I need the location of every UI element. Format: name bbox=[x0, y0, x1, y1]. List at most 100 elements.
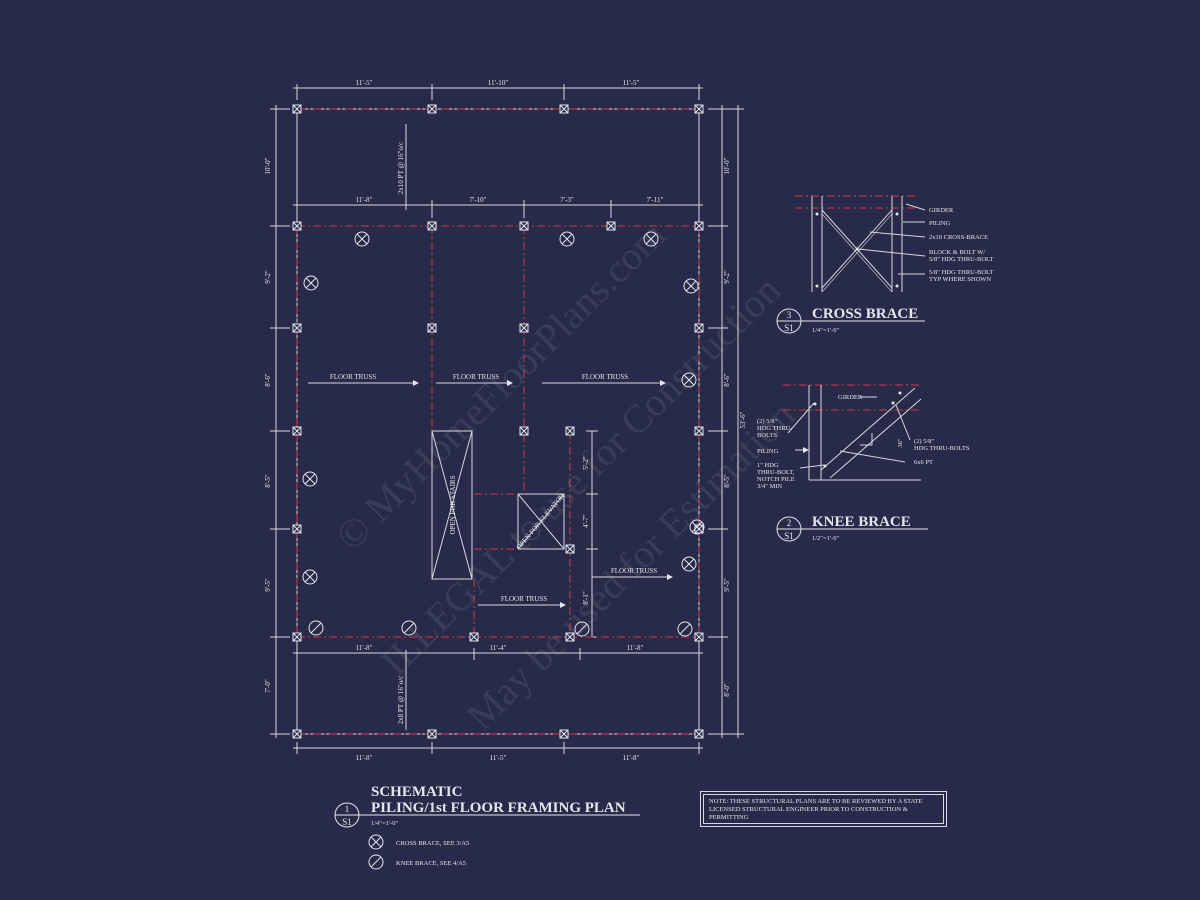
plan-title-line1: SCHEMATIC bbox=[371, 784, 462, 800]
cross-brace-icon bbox=[683, 278, 699, 294]
kb-number: 2 bbox=[787, 518, 792, 528]
legend bbox=[368, 834, 384, 870]
cross-brace-title: 3 S1 CROSS BRACE 1/4"=1'-0" bbox=[776, 306, 925, 334]
knee-brace-bolts bbox=[813, 391, 902, 468]
cb-label: 5/8" HDG THRU-BOLT bbox=[929, 269, 993, 276]
pile bbox=[694, 729, 704, 739]
pile bbox=[427, 104, 437, 114]
cb-title: CROSS BRACE bbox=[812, 306, 918, 322]
dim-left-5: 9'-5" bbox=[264, 578, 272, 592]
knee-brace-icon bbox=[677, 621, 693, 637]
dim-right-6: 8'-0" bbox=[723, 683, 731, 697]
cb-label: BLOCK & BOLT W/ bbox=[929, 249, 985, 256]
dim-right-2: 9'-2" bbox=[723, 270, 731, 284]
cb-number: 3 bbox=[787, 310, 792, 320]
plan-number: 1 bbox=[345, 804, 350, 814]
pile bbox=[694, 632, 704, 642]
pile bbox=[606, 221, 616, 231]
kb-notch: 3/4" MIN bbox=[757, 483, 783, 490]
cross-brace-icon bbox=[354, 231, 370, 247]
cross-brace-bolts bbox=[815, 212, 899, 288]
kb-piling-label: PILING bbox=[757, 448, 779, 455]
pile bbox=[519, 323, 529, 333]
pile bbox=[694, 426, 704, 436]
pile bbox=[292, 524, 302, 534]
knee-brace-title: 2 S1 KNEE BRACE 1/2"=1'-0" bbox=[776, 514, 928, 542]
kb-left-bolt: (2) 5/8" bbox=[757, 418, 778, 425]
pile bbox=[292, 632, 302, 642]
watermark: © MyHomeFloorPlans.com ILLEGAL to use fo… bbox=[327, 212, 804, 739]
kb-brace-label: 6x6 PT bbox=[914, 459, 933, 466]
kb-notch: NOTCH PILE bbox=[757, 476, 795, 483]
plan-title-line2: PILING/1st FLOOR FRAMING PLAN bbox=[371, 800, 626, 816]
dim-stair-2: 4'-7" bbox=[582, 514, 590, 528]
cb-label: TYP WHERE SHOWN bbox=[929, 276, 991, 283]
floor-truss-label: FLOOR TRUSS bbox=[501, 595, 547, 603]
plan-sheet: S1 bbox=[342, 817, 352, 827]
structural-note: NOTE: THESE STRUCTURAL PLANS ARE TO BE R… bbox=[700, 791, 947, 827]
knee-brace-labels: GIRDER (2) 5/8" HDG THRU- BOLTS PILING 1… bbox=[757, 394, 970, 490]
knee-brace-icon bbox=[308, 620, 324, 636]
pile bbox=[565, 632, 575, 642]
knee-brace-markers bbox=[308, 620, 693, 637]
pile bbox=[559, 104, 569, 114]
framing-plan bbox=[270, 84, 744, 754]
dim-top-1: 11'-5" bbox=[356, 79, 373, 87]
knee-brace-icon bbox=[574, 621, 590, 637]
kb-right-bolt: HDG THRU-BOLTS bbox=[914, 445, 970, 452]
kb-girder-label: GIRDER bbox=[838, 394, 863, 401]
knee-brace-detail bbox=[783, 384, 922, 481]
pile bbox=[292, 221, 302, 231]
cross-brace-labels: GIRDER PILING 2x10 CROSS-BRACE BLOCK & B… bbox=[929, 207, 993, 283]
pile bbox=[565, 544, 575, 554]
dim-right-3: 8'-6" bbox=[723, 373, 731, 387]
pile bbox=[427, 323, 437, 333]
dim-upper-2: 7'-10" bbox=[470, 196, 487, 204]
dim-upper-4: 7'-11" bbox=[647, 196, 664, 204]
structural-note-text: NOTE: THESE STRUCTURAL PLANS ARE TO BE R… bbox=[703, 794, 944, 824]
pile bbox=[292, 323, 302, 333]
stairs-label: OPEN FOR STAIRS bbox=[449, 475, 457, 534]
cb-label: PILING bbox=[929, 220, 951, 227]
dim-upper-3: 7'-3" bbox=[560, 196, 574, 204]
dim-left-4: 8'-5" bbox=[264, 474, 272, 488]
pile bbox=[292, 104, 302, 114]
watermark-line1: © MyHomeFloorPlans.com bbox=[327, 212, 674, 559]
cross-brace-icon bbox=[643, 231, 659, 247]
cross-brace-icon bbox=[302, 569, 318, 585]
pile bbox=[519, 426, 529, 436]
dim-left-1: 10'-0" bbox=[264, 157, 272, 174]
floor-truss-label: FLOOR TRUSS bbox=[453, 373, 499, 381]
stair-opening bbox=[431, 430, 473, 580]
cb-label: 5/8" HDG THRU-BOLT bbox=[929, 256, 993, 263]
kb-title: KNEE BRACE bbox=[812, 514, 911, 530]
cross-brace-icon bbox=[559, 231, 575, 247]
dim-left-3: 8'-6" bbox=[264, 373, 272, 387]
floor-truss-label: FLOOR TRUSS bbox=[330, 373, 376, 381]
dim-bottom-2: 11'-5" bbox=[490, 754, 507, 762]
kb-left-bolt: HDG THRU- bbox=[757, 425, 792, 432]
dim-stair-3: 8'-1" bbox=[582, 591, 590, 605]
pile bbox=[292, 426, 302, 436]
pile bbox=[469, 632, 479, 642]
pile bbox=[694, 323, 704, 333]
plan-scale: 1/4"=1'-0" bbox=[371, 820, 398, 827]
dim-right-1: 10'-0" bbox=[723, 157, 731, 174]
dim-left-2: 9'-2" bbox=[264, 270, 272, 284]
pile bbox=[559, 729, 569, 739]
kb-sheet: S1 bbox=[784, 531, 794, 541]
kb-right-bolt: (2) 5/8" bbox=[914, 438, 935, 445]
cross-brace-legend-icon bbox=[368, 834, 384, 850]
legend-cross-brace-label: CROSS BRACE, SEE 3/A5 bbox=[396, 840, 469, 847]
pile bbox=[427, 221, 437, 231]
cb-scale: 1/4"=1'-0" bbox=[812, 327, 839, 334]
dim-bottom-3: 11'-8" bbox=[623, 754, 640, 762]
cross-brace-icon bbox=[689, 519, 705, 535]
dim-lower-1: 11'-8" bbox=[356, 644, 373, 652]
pile bbox=[694, 221, 704, 231]
dim-lower-2: 11'-4" bbox=[490, 644, 507, 652]
kb-notch: 1" HDG bbox=[757, 462, 779, 469]
dim-right-4: 8'-5" bbox=[723, 474, 731, 488]
pile bbox=[292, 729, 302, 739]
